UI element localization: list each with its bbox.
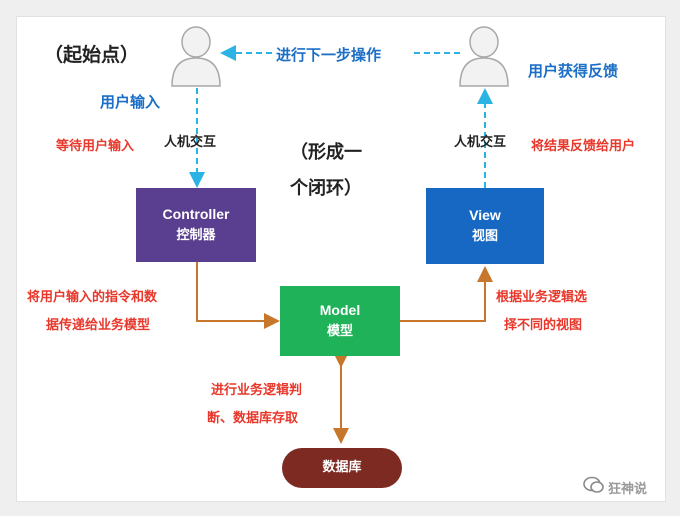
model-title: Model — [319, 302, 361, 319]
logic-line2: 断、数据库存取 — [207, 411, 299, 426]
wechat-icon — [583, 476, 604, 493]
select-line1: 根据业务逻辑选 — [496, 290, 588, 305]
database-title: 数据库 — [322, 459, 362, 475]
user-input-label: 用户输入 — [100, 93, 161, 111]
loop-line1: （形成一 — [290, 142, 362, 163]
user-icon — [171, 26, 221, 87]
arrow-model-to-view — [400, 266, 493, 322]
send-result-label: 将结果反馈给用户 — [531, 139, 636, 154]
pass-line2: 据传递给业务模型 — [46, 318, 151, 333]
watermark-brand: 狂神说 — [608, 482, 648, 497]
view-box: View 视图 — [426, 188, 544, 264]
hci-left-label: 人机交互 — [164, 135, 217, 150]
controller-box: Controller 控制器 — [136, 188, 256, 262]
model-box: Model 模型 — [280, 286, 400, 356]
origin-label: （起始点） — [44, 44, 140, 66]
database-box: 数据库 — [282, 448, 402, 488]
view-title: View — [469, 207, 501, 224]
logic-line1: 进行业务逻辑判 — [211, 383, 303, 398]
hci-right-label: 人机交互 — [454, 135, 507, 150]
view-subtitle: 视图 — [471, 228, 498, 244]
user-icon — [459, 26, 509, 87]
model-subtitle: 模型 — [326, 323, 353, 339]
arrow-controller-to-model — [196, 262, 280, 329]
controller-subtitle: 控制器 — [176, 227, 216, 243]
wait-input-label: 等待用户输入 — [56, 139, 135, 154]
loop-line2: 个闭环） — [290, 178, 362, 199]
user-feedback-label: 用户获得反馈 — [528, 62, 619, 80]
next-step-label: 进行下一步操作 — [276, 46, 382, 64]
controller-title: Controller — [162, 206, 230, 223]
select-line2: 择不同的视图 — [504, 318, 583, 333]
pass-line1: 将用户输入的指令和数 — [27, 290, 158, 305]
